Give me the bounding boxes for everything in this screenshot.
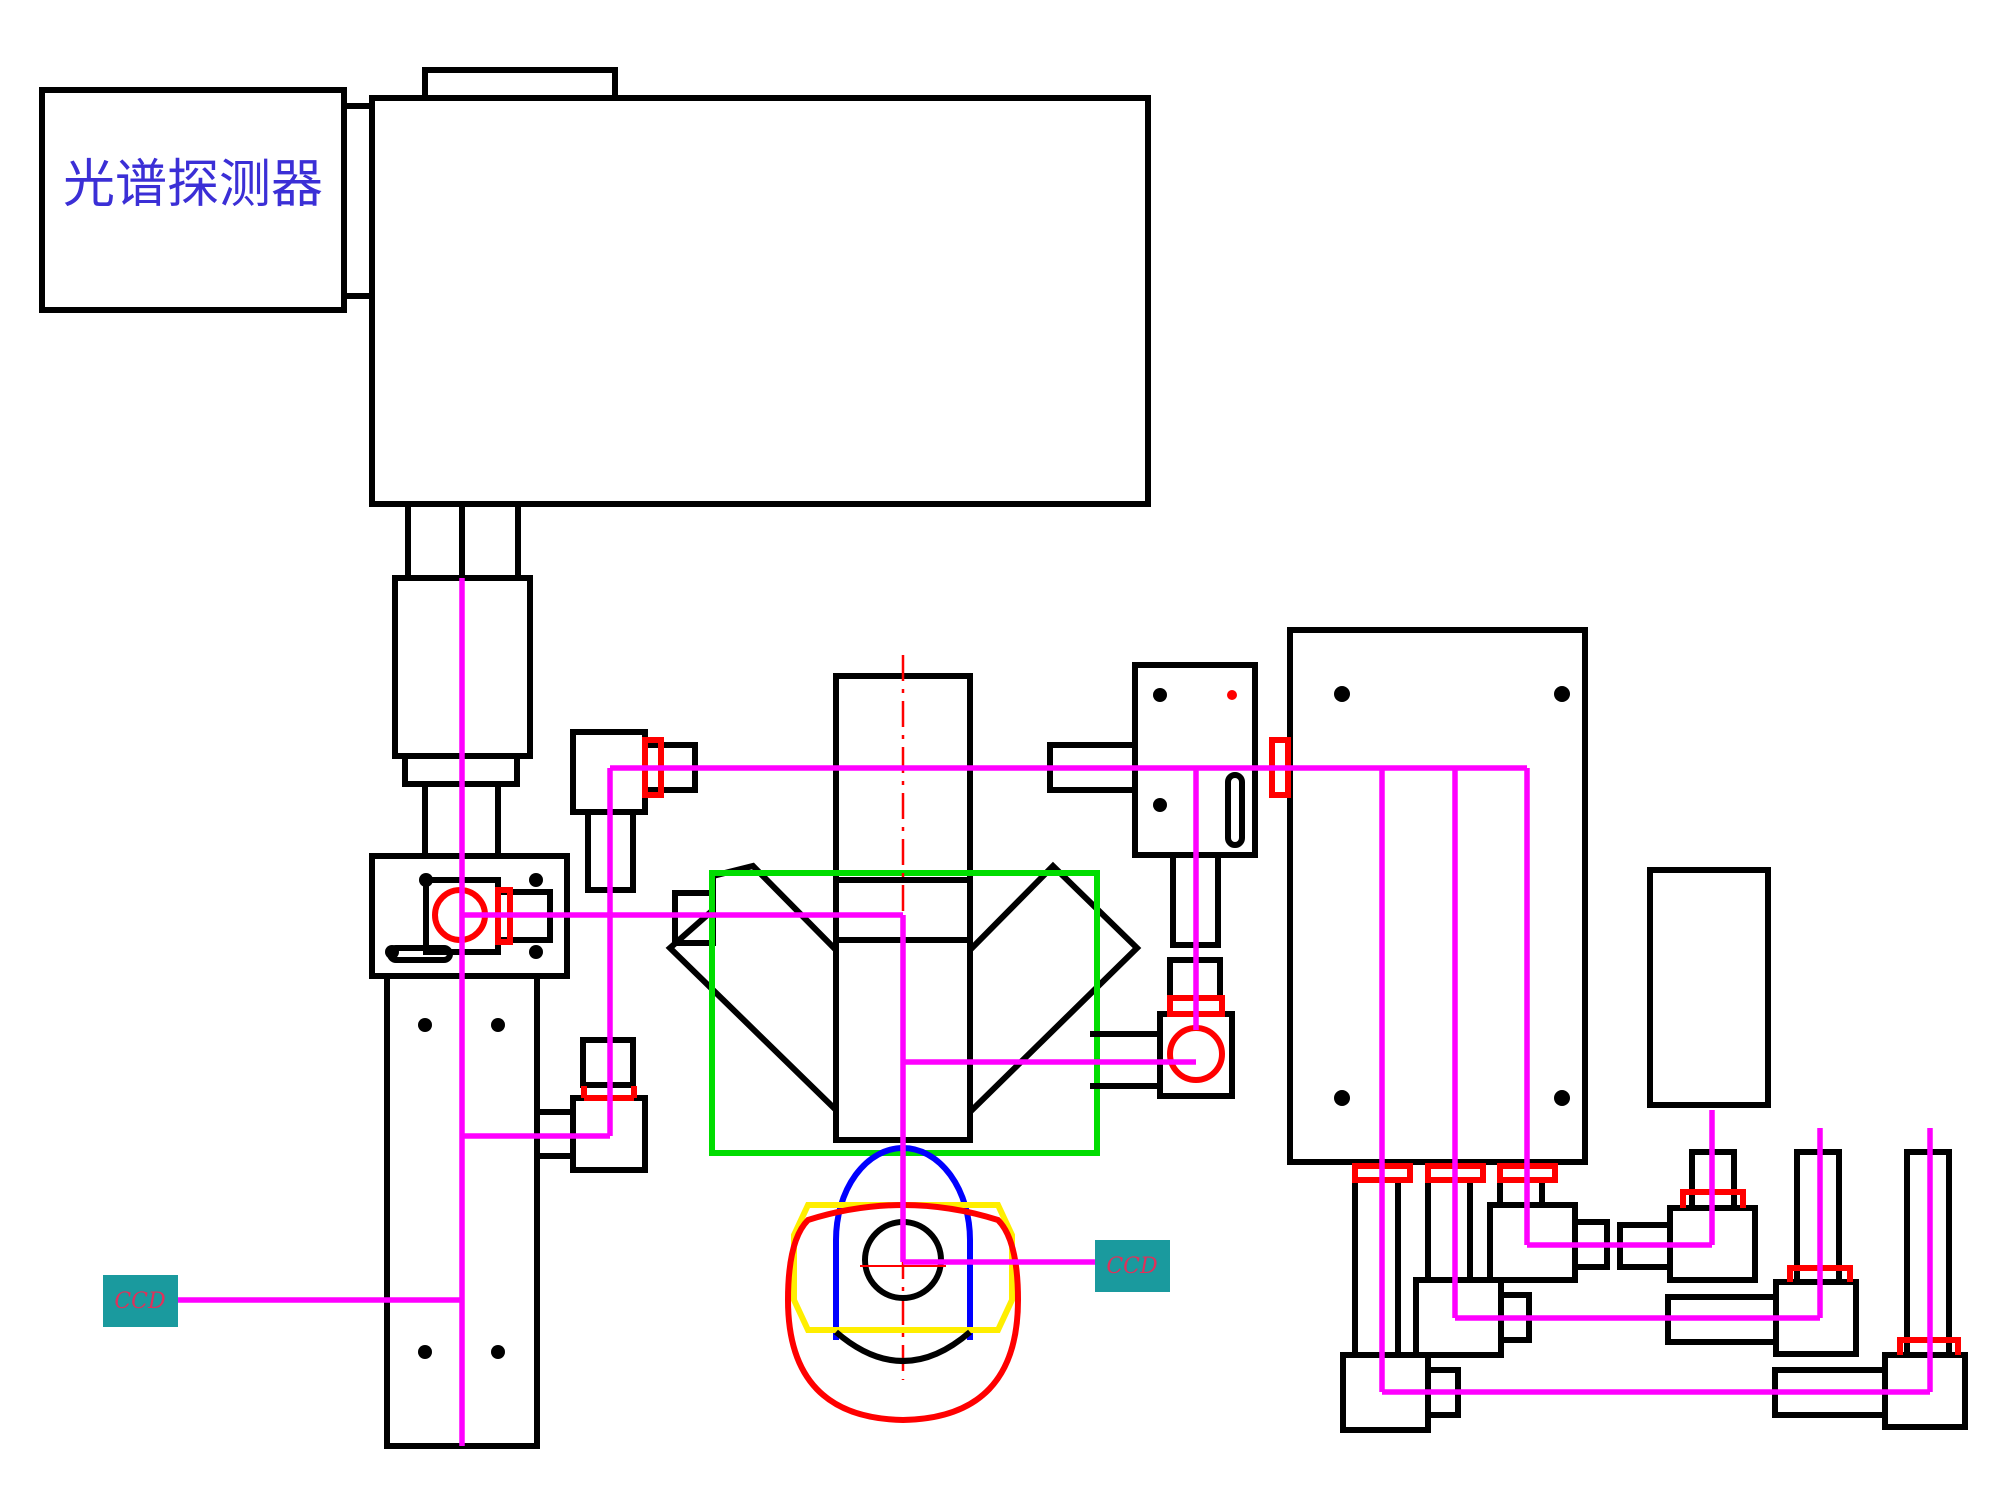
ccd-left-label: CCD <box>114 1289 166 1314</box>
beam-paths <box>175 578 1933 1446</box>
bottom-right-connectors <box>1340 1149 1968 1433</box>
spectrometer-assembly: 光谱探测器 <box>39 67 1151 507</box>
objective-red <box>784 1202 1022 1424</box>
middle-fiber-block <box>1047 662 1258 1099</box>
left-rail-assembly <box>369 504 570 1449</box>
middle-block-slot <box>1225 772 1245 848</box>
fiber-switch-board <box>1287 627 1588 1165</box>
spectrometer-body <box>369 95 1151 507</box>
spectrometer-top-port <box>422 67 618 101</box>
right-prism-arm <box>967 861 1142 1120</box>
ccd-right-label: CCD <box>1106 1254 1158 1279</box>
ccd-camera-left: CCD <box>103 1275 178 1327</box>
ccd-camera-right: CCD <box>1095 1240 1170 1292</box>
detector-coupler <box>341 103 375 299</box>
right-tall-box <box>1647 867 1771 1108</box>
left-prism-arm <box>665 862 839 1118</box>
ccd-left-box <box>103 1275 178 1327</box>
red-port-middle <box>1167 1025 1225 1083</box>
ccd-right-box <box>1095 1240 1170 1292</box>
spectrum-detector-label: 光谱探测器 <box>63 155 323 215</box>
right-board-assembly <box>1287 627 1771 1165</box>
